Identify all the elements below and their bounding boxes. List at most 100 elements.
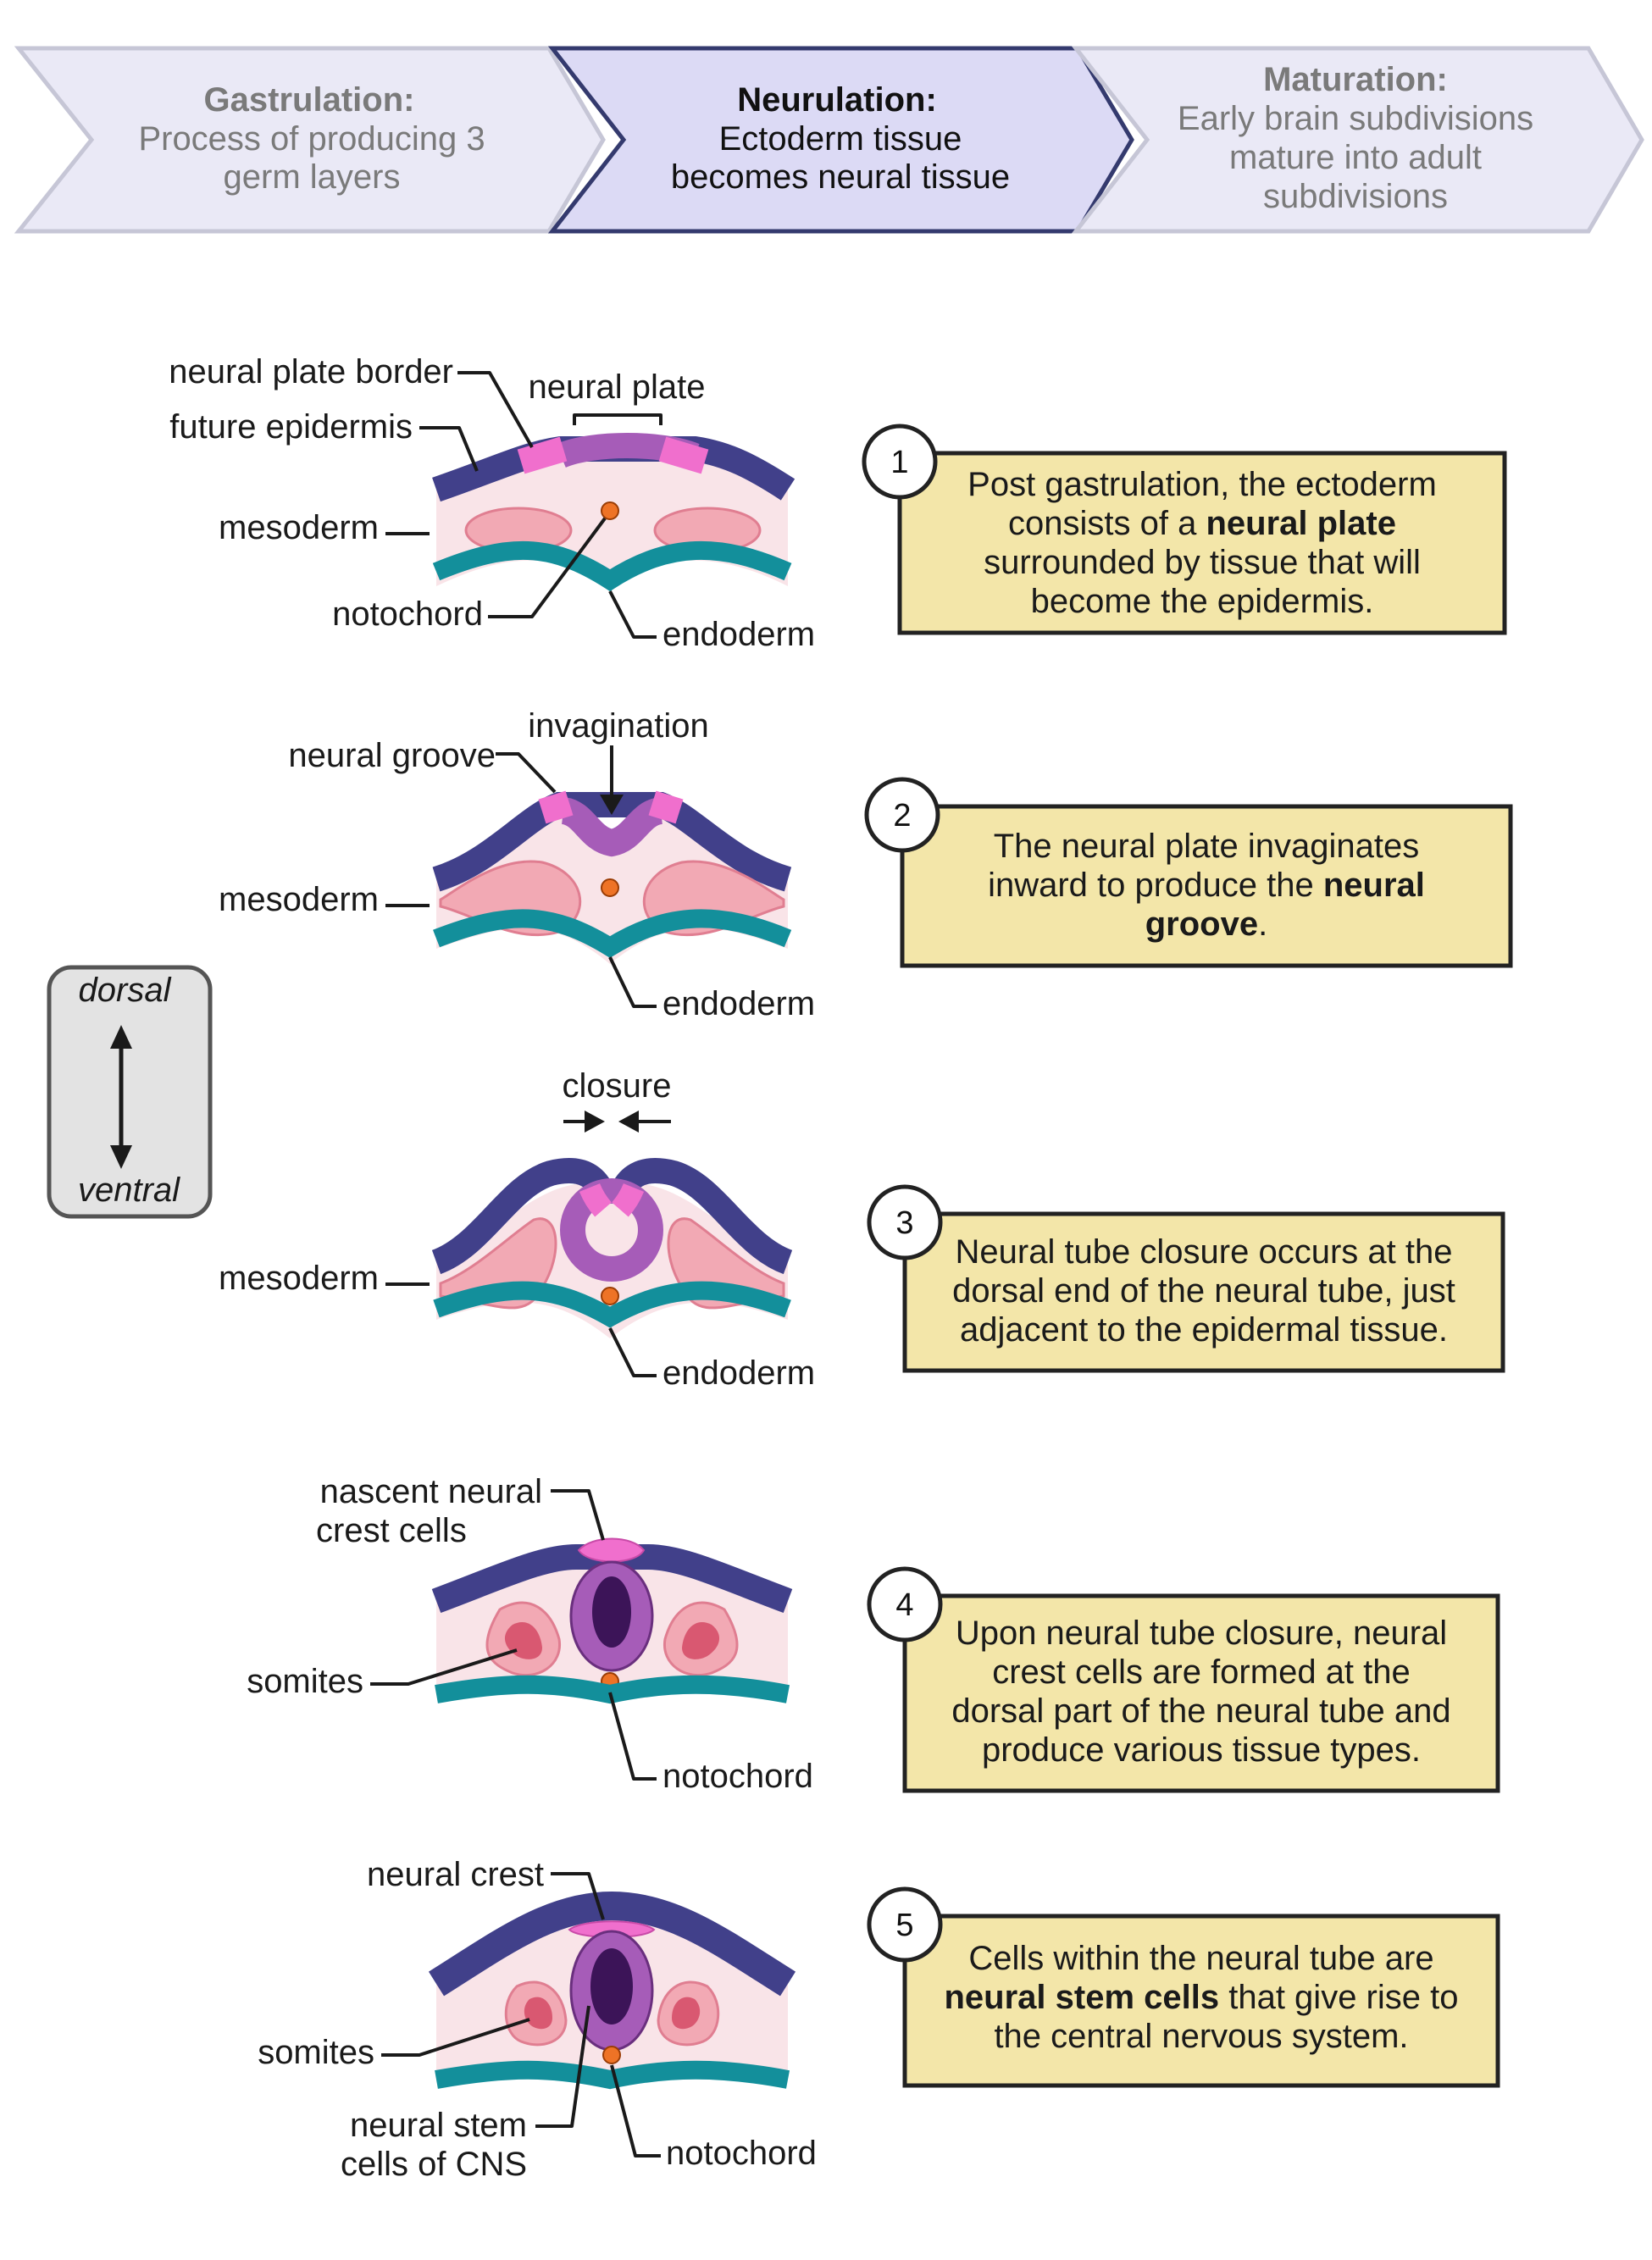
stage-line-neurulation-2: becomes neural tissue — [671, 158, 1010, 196]
step5-line3: the central nervous system. — [994, 2018, 1408, 2055]
step1-line3: surrounded by tissue that will — [984, 544, 1421, 581]
stage-line-maturation-2: mature into adult — [1229, 139, 1482, 176]
step1-line2: consists of a neural plate — [1008, 505, 1396, 542]
step2-number: 2 — [893, 798, 911, 834]
stage-line-neurulation-1: Ectoderm tissue — [719, 120, 962, 158]
step1-box: 1 Post gastrulation, the ectoderm consis… — [862, 424, 1507, 635]
label-mesoderm: mesoderm — [219, 881, 379, 918]
stage-chevron-gastrulation: Gastrulation: Process of producing 3 ger… — [14, 46, 606, 234]
step2-line1: The neural plate invaginates — [994, 828, 1420, 865]
endoderm — [432, 540, 792, 592]
epidermis — [428, 1891, 796, 1997]
axis-box — [47, 965, 213, 1219]
label-neural-groove: neural groove — [288, 737, 496, 774]
step4-line3: dorsal part of the neural tube and — [951, 1692, 1450, 1730]
stage-line-gastrulation-1: Process of producing 3 — [138, 120, 485, 158]
endoderm — [433, 909, 792, 958]
label-nascent-line2: crest cells — [316, 1512, 467, 1549]
step3-diagram: closure mesoderm endoderm — [219, 1067, 815, 1392]
notochord — [602, 2046, 621, 2064]
step4-box: 4 Upon neural tube closure, neural crest… — [867, 1566, 1500, 1793]
label-somites: somites — [247, 1663, 363, 1700]
stage-title-maturation: Maturation: — [1263, 61, 1448, 98]
label-mesoderm: mesoderm — [219, 509, 379, 546]
step4-line2: crest cells are formed at the — [992, 1653, 1411, 1691]
step3-number: 3 — [895, 1205, 913, 1241]
label-closure: closure — [563, 1067, 672, 1105]
stage-chevron-maturation: Maturation: Early brain subdivisions mat… — [1071, 46, 1644, 234]
stage-line-maturation-1: Early brain subdivisions — [1178, 100, 1533, 137]
notochord — [601, 1287, 619, 1305]
axis-legend: dorsal ventral — [47, 965, 213, 1219]
step-number-badge — [867, 1886, 943, 1963]
neural-plate-border-right — [648, 790, 684, 824]
arrow-down-icon — [110, 1145, 132, 1169]
step1-number: 1 — [890, 445, 908, 480]
step-number-badge — [862, 424, 938, 500]
step2-diagram: invagination neural groove mesoderm endo… — [219, 707, 815, 1022]
label-somites: somites — [258, 2034, 374, 2071]
step2-line3: groove. — [1145, 906, 1267, 943]
arrow-right-icon — [585, 1111, 605, 1133]
axis-ventral-label: ventral — [78, 1172, 180, 1209]
step3-line2: dorsal end of the neural tube, just — [952, 1272, 1455, 1310]
label-neural-crest: neural crest — [367, 1856, 544, 1893]
label-neural-plate: neural plate — [528, 368, 705, 406]
label-nascent-line1: nascent neural — [320, 1473, 542, 1510]
label-notochord: notochord — [332, 595, 483, 633]
arrow-up-icon — [110, 1025, 132, 1049]
label-endoderm: endoderm — [662, 1354, 815, 1392]
step2-line2: inward to produce the neural — [988, 867, 1425, 904]
endoderm — [433, 1281, 791, 1328]
step5-line1: Cells within the neural tube are — [968, 1940, 1433, 1977]
label-stem-line2: cells of CNS — [341, 2146, 527, 2183]
label-neural-plate-border: neural plate border — [169, 353, 453, 391]
step4-line4: produce various tissue types. — [982, 1731, 1421, 1769]
endoderm — [435, 1675, 790, 1704]
step1-line1: Post gastrulation, the ectoderm — [967, 466, 1437, 503]
step3-line3: adjacent to the epidermal tissue. — [960, 1311, 1448, 1349]
notochord — [601, 878, 619, 897]
step5-number: 5 — [895, 1908, 913, 1943]
axis-dorsal-label: dorsal — [79, 972, 172, 1009]
label-future-epidermis: future epidermis — [169, 408, 413, 446]
nascent-neural-crest — [577, 1537, 646, 1563]
neural-plate-border-left — [538, 790, 574, 824]
step5-diagram: neural crest somites neural stem cells o… — [258, 1856, 817, 2183]
stage-title-gastrulation: Gastrulation: — [204, 81, 415, 119]
label-invagination: invagination — [528, 707, 709, 745]
closure-border-left — [579, 1183, 612, 1217]
step3-line1: Neural tube closure occurs at the — [956, 1233, 1453, 1271]
stage-chevron-neurulation: Neurulation: Ectoderm tissue becomes neu… — [547, 46, 1134, 234]
stage-line-maturation-3: subdivisions — [1263, 178, 1448, 215]
label-stem-line1: neural stem — [350, 2107, 527, 2144]
step3-box: 3 Neural tube closure occurs at the dors… — [867, 1184, 1505, 1373]
label-notochord: notochord — [666, 2135, 817, 2172]
step5-box: 5 Cells within the neural tube are neura… — [867, 1886, 1500, 2088]
neural-tube-lumen — [592, 1576, 631, 1648]
step5-line2: neural stem cells that give rise to — [945, 1979, 1459, 2016]
neural-plate-border-right — [658, 436, 709, 474]
epidermis-left — [431, 1158, 615, 1275]
closure-border-right — [612, 1183, 645, 1217]
step-number-badge — [867, 1566, 943, 1642]
label-endoderm: endoderm — [662, 616, 815, 653]
neural-tube-lumen — [590, 1948, 633, 2025]
step1-diagram: neural plate border neural plate future … — [169, 353, 815, 653]
stage-title-neurulation: Neurulation: — [737, 81, 937, 119]
step1-line4: become the epidermis. — [1031, 583, 1374, 620]
step4-line1: Upon neural tube closure, neural — [956, 1615, 1447, 1652]
neural-groove — [560, 797, 664, 857]
arrow-down-icon — [600, 795, 624, 815]
neural-plate-border-left — [517, 436, 568, 474]
arrow-left-icon — [618, 1111, 639, 1133]
notochord — [601, 501, 619, 520]
epidermis-right — [609, 1158, 793, 1275]
neural-crest — [568, 1920, 656, 1938]
label-endoderm: endoderm — [662, 985, 815, 1022]
label-mesoderm: mesoderm — [219, 1260, 379, 1297]
neural-tube — [560, 1178, 663, 1282]
step-number-badge — [864, 777, 940, 853]
step4-diagram: nascent neural crest cells somites notoc… — [247, 1473, 813, 1795]
